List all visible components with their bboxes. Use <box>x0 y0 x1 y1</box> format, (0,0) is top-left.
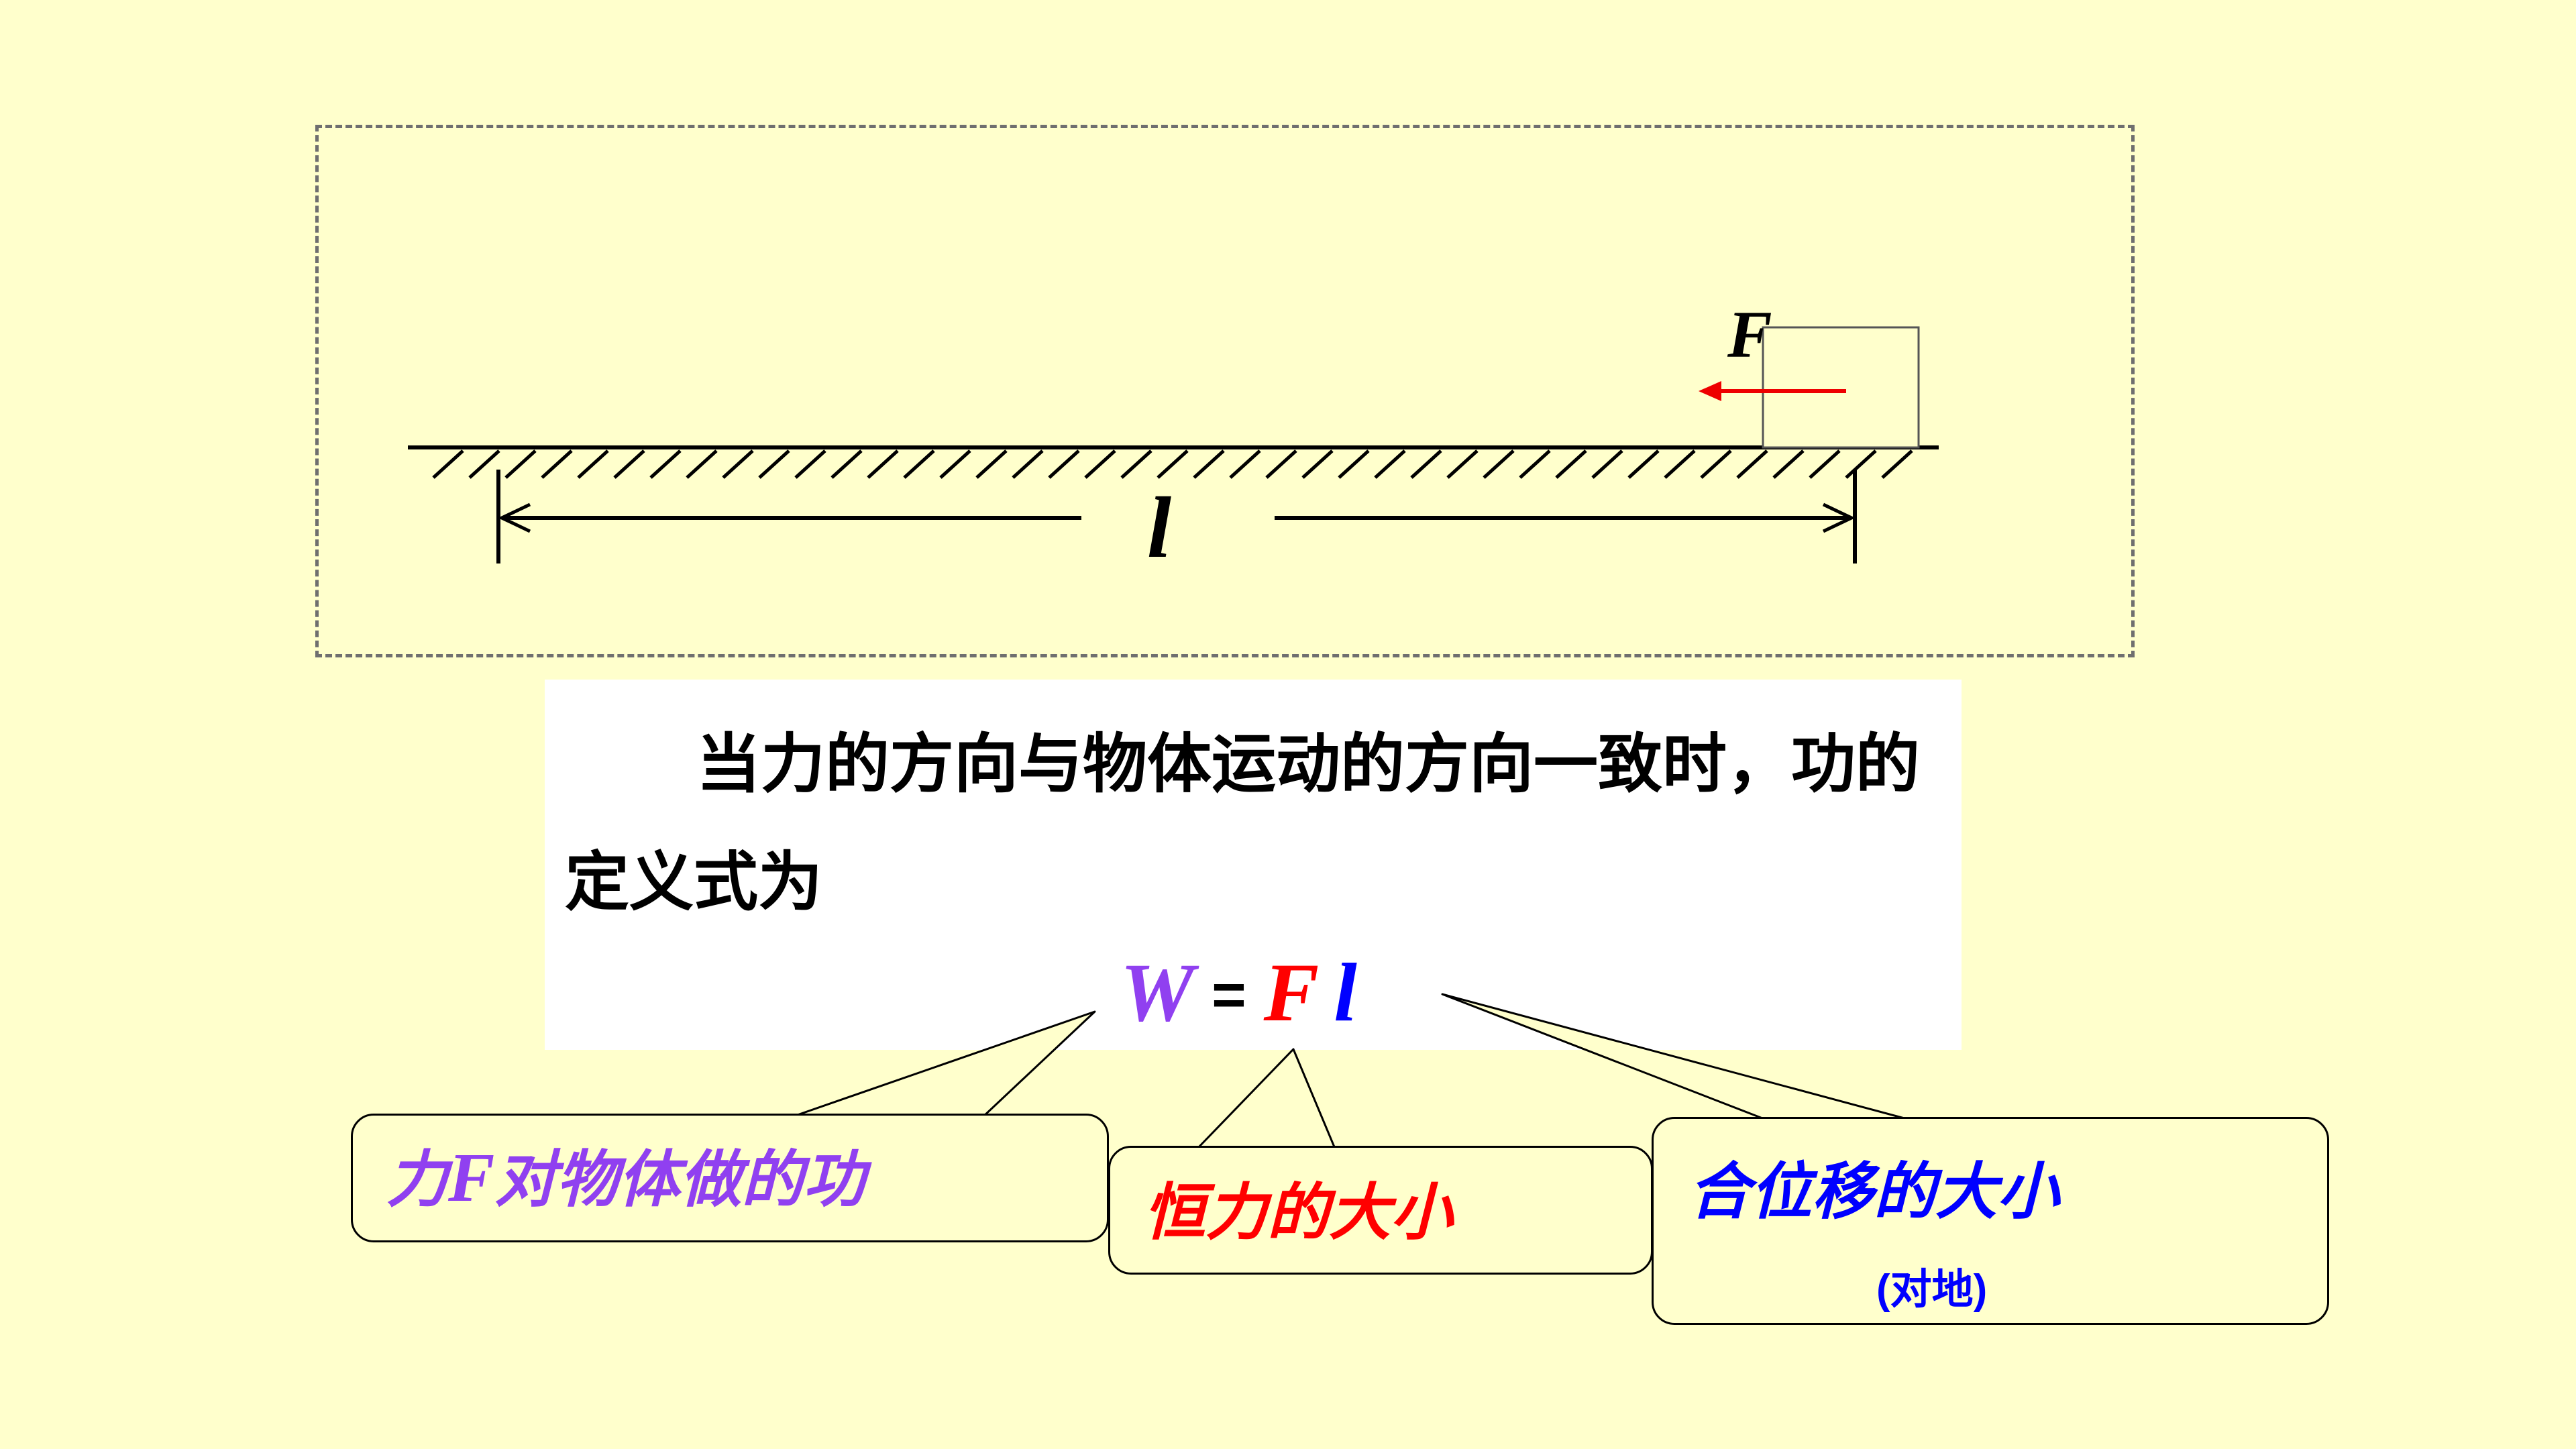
hatch-mark <box>867 449 899 479</box>
length-arrowhead-right <box>1822 502 1856 533</box>
hatch-mark <box>1048 449 1080 479</box>
hatch-mark <box>468 449 500 479</box>
definition-text: 当力的方向与物体运动的方向一致时，功的定义式为 <box>565 726 1920 920</box>
hatch-mark <box>758 449 790 479</box>
callout-displacement-note: (对地) <box>1876 1267 1988 1313</box>
diagram-frame <box>315 125 2135 657</box>
hatch-mark <box>975 449 1008 479</box>
callout-displacement-text: 合位移的大小 <box>1688 1156 2059 1228</box>
hatch-mark <box>1265 449 1297 479</box>
hatch-mark <box>1084 449 1116 479</box>
force-callout-tail <box>1196 1048 1336 1150</box>
hatch-mark <box>1157 449 1189 479</box>
hatch-mark <box>541 449 573 479</box>
hatch-mark <box>794 449 826 479</box>
formula-l: l <box>1334 947 1357 1038</box>
hatch-mark <box>1446 449 1479 479</box>
hatch-mark <box>939 449 971 479</box>
hatch-mark <box>1845 449 1877 479</box>
hatch-mark <box>1519 449 1551 479</box>
hatch-mark <box>1120 449 1152 479</box>
formula-f: F <box>1263 947 1320 1038</box>
hatch-mark <box>903 449 935 479</box>
hatch-mark <box>1483 449 1515 479</box>
hatch-mark <box>1012 449 1044 479</box>
work-callout-tail <box>790 1010 1096 1118</box>
callout-work-prefix: 力 <box>386 1144 449 1216</box>
hatch-mark <box>1410 449 1442 479</box>
hatch-mark <box>1338 449 1370 479</box>
hatch-mark <box>1664 449 1696 479</box>
hatch-mark <box>577 449 609 479</box>
callout-work-suffix: 对物体做的功 <box>494 1144 865 1216</box>
length-arrowhead-left <box>498 502 531 533</box>
hatch-mark <box>504 449 537 479</box>
hatch-mark <box>432 449 464 479</box>
force-arrowhead <box>1699 381 1721 401</box>
callout-displacement: 合位移的大小 (对地) <box>1652 1117 2329 1325</box>
hatch-mark <box>1772 449 1805 479</box>
hatch-mark <box>1627 449 1660 479</box>
force-label: F <box>1727 297 1772 372</box>
hatch-mark <box>1591 449 1623 479</box>
hatch-mark <box>1555 449 1587 479</box>
displacement-callout-tail <box>1441 993 1913 1122</box>
block <box>1762 326 1920 449</box>
length-label: l <box>1147 480 1171 576</box>
hatch-mark <box>686 449 718 479</box>
motion-diagram: F l <box>408 297 1939 576</box>
hatch-mark <box>722 449 754 479</box>
callout-work-text: 力F对物体做的功 <box>386 1141 865 1217</box>
hatch-mark <box>1700 449 1732 479</box>
hatch-mark <box>1193 449 1225 479</box>
formula-w: W <box>1120 947 1195 1038</box>
hatch-mark <box>830 449 863 479</box>
callout-force-text: 恒力的大小 <box>1144 1177 1453 1248</box>
hatch-mark <box>613 449 645 479</box>
hatch-mark <box>649 449 682 479</box>
hatch-mark <box>1736 449 1768 479</box>
callout-work-var: F <box>448 1139 495 1216</box>
hatch-mark <box>1229 449 1261 479</box>
formula-equals: = <box>1212 961 1246 1028</box>
callout-work: 力F对物体做的功 <box>351 1114 1109 1242</box>
hatch-mark <box>1374 449 1406 479</box>
callout-force: 恒力的大小 <box>1108 1146 1653 1275</box>
hatch-mark <box>1881 449 1913 479</box>
ground-hatching <box>432 449 1913 479</box>
hatch-mark <box>1809 449 1841 479</box>
hatch-mark <box>1301 449 1334 479</box>
